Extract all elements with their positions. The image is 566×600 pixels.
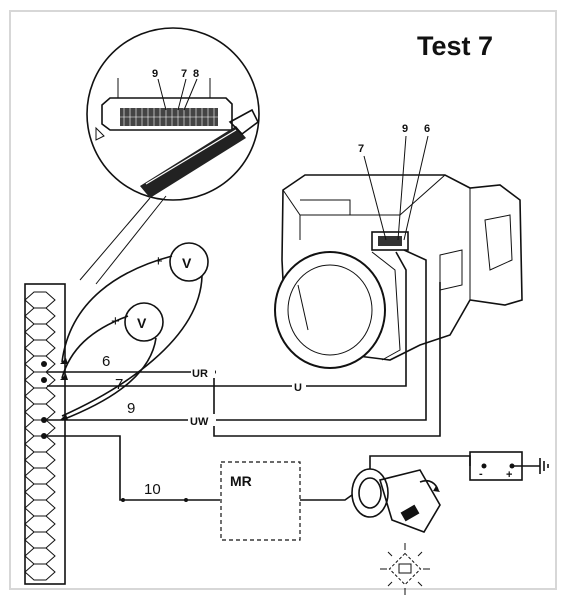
voltmeter-leads: [60, 255, 203, 421]
sensor-pin-9-label: 9: [402, 123, 408, 135]
inset-callout-line: [79, 197, 151, 281]
ecu-connector-strip: [24, 283, 66, 585]
voltmeter-lower-symbol: V: [137, 315, 147, 331]
wire-10-label: 10: [144, 481, 161, 498]
sensor-pin-7-label: 7: [358, 143, 364, 155]
check-lamp-icon: [380, 543, 430, 595]
wire-9-label: 9: [127, 400, 135, 417]
battery-minus: -: [479, 468, 483, 480]
inset-pin-9-label: 9: [152, 68, 158, 80]
connector-u-label: U: [294, 382, 302, 394]
wiring-harness: [47, 249, 441, 502]
test-title: Test 7: [417, 31, 493, 61]
battery: - +: [469, 451, 549, 481]
wire-6-label: 6: [102, 353, 110, 370]
inset-pin-8-label: 8: [193, 68, 199, 80]
connector-ur-label: UR: [192, 368, 208, 380]
voltmeter-upper-symbol: V: [182, 255, 192, 271]
main-relay: MR: [220, 461, 301, 541]
voltmeter-upper-polarity: +: [154, 253, 163, 270]
ecu-connector-inset: 9 7 8: [86, 27, 260, 201]
relay-label: MR: [230, 473, 252, 489]
wire-7-label: 7: [115, 376, 123, 393]
inset-callout-line: [95, 195, 167, 285]
ignition-switch: [351, 455, 471, 533]
voltmeter-lower: V +: [111, 302, 164, 342]
diagram-frame: [9, 10, 557, 590]
battery-plus: +: [506, 469, 512, 481]
sensor-pin-6-label: 6: [424, 123, 430, 135]
air-flow-meter: 7 9 6: [274, 123, 523, 369]
inset-pin-7-label: 7: [181, 68, 187, 80]
connector-uw-label: UW: [190, 416, 209, 428]
voltmeter-upper: V +: [154, 242, 209, 282]
